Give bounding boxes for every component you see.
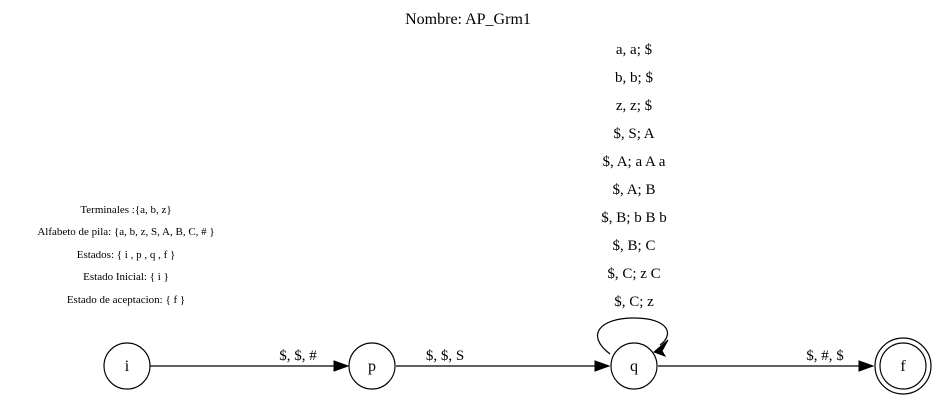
edge-label-p-q: $, $, S — [426, 348, 464, 364]
loop-q-labels: a, a; $ b, b; $ z, z; $ $, S; A $, A; a … — [601, 42, 666, 310]
state-label-f: f — [900, 358, 906, 375]
loop-label: $, A; B — [613, 182, 656, 198]
loop-q-edge — [597, 317, 669, 357]
state-p: p — [348, 342, 396, 390]
edge-i-p: $, $, # — [150, 348, 350, 372]
state-i: i — [103, 342, 151, 390]
edge-label-q-f: $, #, $ — [806, 348, 844, 364]
loop-label: z, z; $ — [616, 98, 653, 114]
state-q: q — [610, 342, 658, 390]
edge-label-i-p: $, $, # — [279, 348, 317, 364]
diagram-title: Nombre: AP_Grm1 — [405, 11, 531, 28]
info-terminales: Terminales :{a, b, z} — [80, 204, 171, 216]
loop-label: $, A; a A a — [603, 154, 666, 170]
state-label-q: q — [630, 358, 638, 375]
loop-label: $, B; C — [613, 238, 656, 254]
state-label-p: p — [368, 358, 376, 375]
edge-q-f: $, #, $ — [658, 348, 875, 372]
loop-label: $, C; z — [614, 294, 654, 310]
info-estado-aceptacion: Estado de aceptacion: { f } — [67, 294, 185, 306]
state-label-i: i — [125, 358, 130, 375]
loop-label: b, b; $ — [615, 70, 653, 86]
loop-label: $, S; A — [613, 126, 654, 142]
edge-p-q: $, $, S — [396, 348, 611, 372]
state-f-accepting: f — [874, 337, 932, 395]
info-block: Terminales :{a, b, z} Alfabeto de pila: … — [37, 204, 214, 306]
loop-label: a, a; $ — [616, 42, 653, 58]
loop-label: $, B; b B b — [601, 210, 666, 226]
info-estados: Estados: { i , p , q , f } — [77, 249, 176, 261]
info-alfabeto-pila: Alfabeto de pila: {a, b, z, S, A, B, C, … — [37, 226, 214, 238]
info-estado-inicial: Estado Inicial: { i } — [83, 271, 169, 283]
loop-label: $, C; z C — [607, 266, 660, 282]
